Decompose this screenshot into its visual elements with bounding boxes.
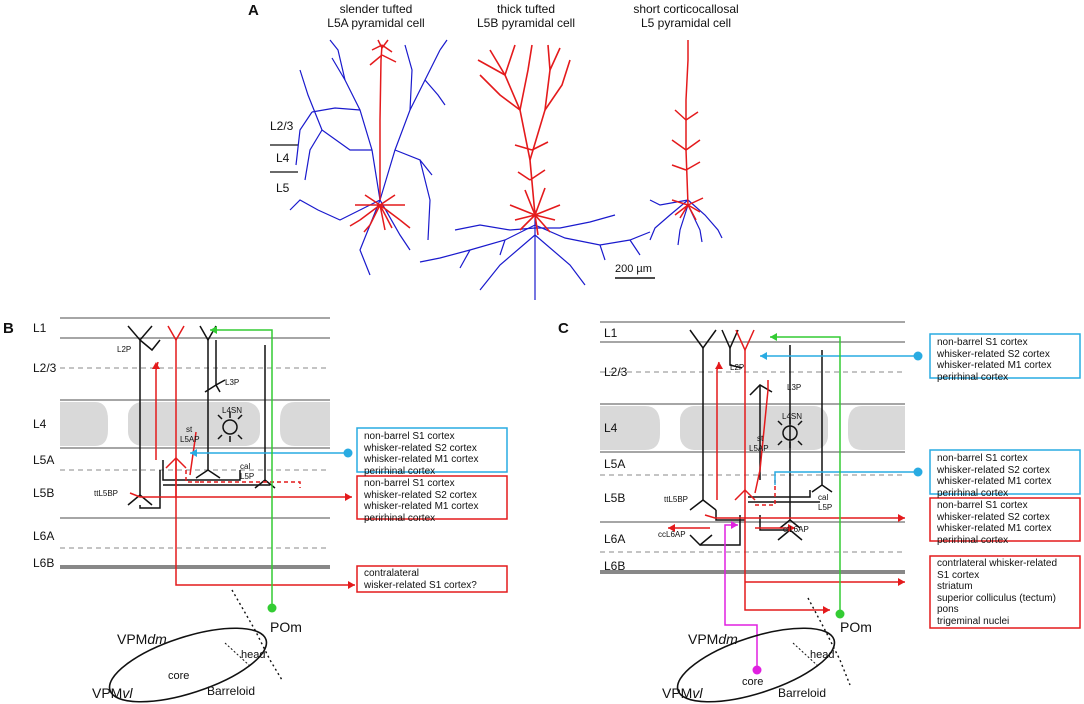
- svg-text:L2P: L2P: [117, 345, 131, 354]
- svg-text:L2/3: L2/3: [604, 365, 628, 379]
- svg-text:L4: L4: [33, 417, 47, 431]
- panel-b-box-borders: [356, 427, 508, 593]
- panel-c-thalamus: VPMdm VPMvl core head Barreloid POm: [662, 597, 872, 703]
- panel-b-thalamus: VPMdm VPMvl core head Barreloid POm: [92, 589, 302, 703]
- svg-text:L1: L1: [33, 321, 47, 335]
- cell3-title-line1: short corticocallosal: [633, 2, 738, 16]
- cell1-title-line1: slender tufted: [340, 2, 413, 16]
- panel-a-label: A: [248, 2, 259, 19]
- layer-scale: L2/3 L4 L5: [270, 119, 298, 195]
- panel-b-barrels: [60, 402, 330, 446]
- svg-text:core: core: [168, 670, 189, 682]
- panel-b-label: B: [3, 320, 14, 337]
- svg-text:L6A: L6A: [33, 529, 54, 543]
- svg-text:L5AP: L5AP: [749, 444, 769, 453]
- panel-c-circuit: [668, 329, 923, 675]
- svg-text:POm: POm: [270, 619, 302, 635]
- svg-text:cal: cal: [240, 462, 250, 471]
- svg-text:head: head: [810, 649, 834, 661]
- cell2-title-line1: thick tufted: [497, 2, 555, 16]
- svg-text:ccL6AP: ccL6AP: [658, 530, 686, 539]
- svg-text:L5: L5: [276, 181, 290, 195]
- svg-text:L2P: L2P: [730, 363, 744, 372]
- panel-b-layer-labels: L1 L2/3 L4 L5A L5B L6A L6B: [33, 321, 57, 570]
- svg-text:head: head: [241, 649, 265, 661]
- svg-text:L5P: L5P: [818, 503, 832, 512]
- svg-text:Barreloid: Barreloid: [207, 684, 255, 698]
- svg-text:200 µm: 200 µm: [615, 263, 652, 275]
- svg-text:cal: cal: [818, 493, 828, 502]
- svg-text:L5AP: L5AP: [180, 435, 200, 444]
- svg-text:L2/3: L2/3: [33, 361, 57, 375]
- svg-text:L6B: L6B: [33, 556, 54, 570]
- scale-bar: 200 µm: [615, 263, 655, 279]
- svg-text:ttL5BP: ttL5BP: [94, 489, 118, 498]
- svg-text:ctL6AP: ctL6AP: [783, 525, 809, 534]
- svg-text:Barreloid: Barreloid: [778, 686, 826, 700]
- panel-b-layer-lines: [60, 317, 330, 569]
- svg-text:st: st: [186, 425, 193, 434]
- svg-text:VPMvl: VPMvl: [662, 685, 703, 701]
- svg-text:VPMdm: VPMdm: [117, 631, 167, 647]
- svg-text:L3P: L3P: [787, 383, 801, 392]
- svg-text:L5B: L5B: [604, 491, 625, 505]
- panel-b-circuit: [127, 325, 355, 613]
- svg-text:L4: L4: [276, 151, 290, 165]
- svg-text:L6B: L6B: [604, 559, 625, 573]
- panel-c-layer-labels: L1 L2/3 L4 L5A L5B L6A L6B: [604, 326, 628, 573]
- panel-b-cell-labels: L2P L3P L4SN st L5AP cal L5P ttL5BP: [94, 345, 254, 498]
- svg-text:L4: L4: [604, 421, 618, 435]
- panel-c-layer-lines: [600, 321, 905, 574]
- svg-text:L4SN: L4SN: [222, 406, 242, 415]
- svg-text:L6A: L6A: [604, 532, 625, 546]
- neuron-thick-tufted: [419, 44, 651, 300]
- panel-c-box-borders: [929, 333, 1081, 629]
- svg-text:L5B: L5B: [33, 486, 54, 500]
- svg-text:ttL5BP: ttL5BP: [664, 495, 688, 504]
- svg-text:L3P: L3P: [225, 378, 239, 387]
- svg-text:POm: POm: [840, 619, 872, 635]
- svg-text:core: core: [742, 676, 763, 688]
- svg-text:VPMdm: VPMdm: [688, 631, 738, 647]
- cell3-title-line2: L5 pyramidal cell: [641, 16, 731, 30]
- neuron-slender-tufted: [289, 39, 448, 276]
- cell1-title-line2: L5A pyramidal cell: [327, 16, 424, 30]
- panel-c-cell-labels: L2P L3P L4SN st L5AP cal L5P ttL5BP ccL6…: [658, 363, 832, 539]
- svg-text:L1: L1: [604, 326, 618, 340]
- svg-text:L5A: L5A: [33, 453, 54, 467]
- panel-c-label: C: [558, 320, 569, 337]
- svg-text:VPMvl: VPMvl: [92, 685, 133, 701]
- svg-text:L2/3: L2/3: [270, 119, 294, 133]
- neuron-short-corticocallosal: [649, 40, 723, 246]
- cell2-title-line2: L5B pyramidal cell: [477, 16, 575, 30]
- svg-text:L5P: L5P: [240, 472, 254, 481]
- svg-text:L5A: L5A: [604, 457, 625, 471]
- svg-text:L4SN: L4SN: [782, 412, 802, 421]
- svg-text:st: st: [757, 434, 764, 443]
